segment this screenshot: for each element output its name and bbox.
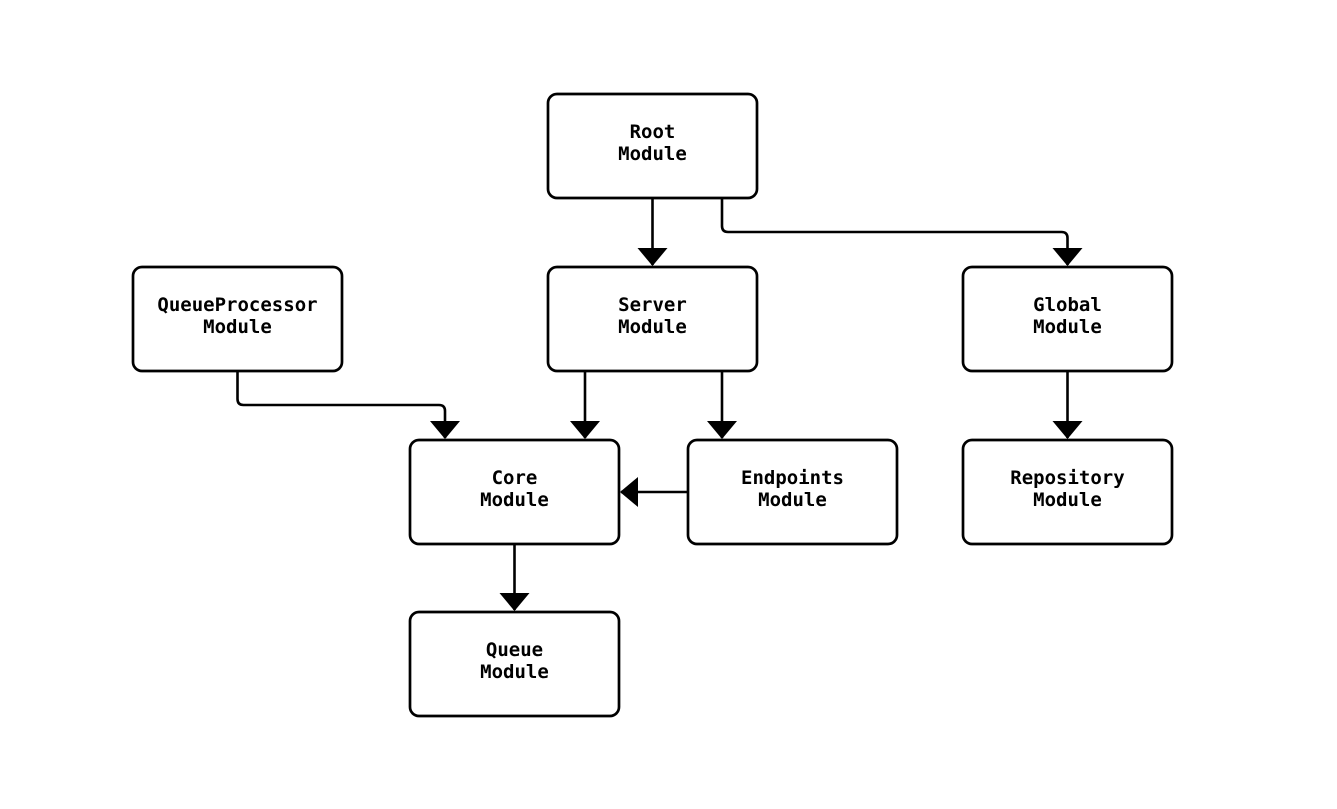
node-global-box	[961, 265, 1174, 373]
node-repository-box	[961, 438, 1174, 546]
node-queue-box	[408, 610, 621, 718]
node-endpoints-box	[686, 438, 899, 546]
node-server-box	[546, 265, 759, 373]
edge-root-to-global	[720, 198, 1083, 266]
edge-queueprocessor-to-core	[236, 371, 460, 439]
node-core-box	[408, 438, 621, 546]
node-queueprocessor-box	[131, 265, 344, 373]
node-root-box	[546, 92, 759, 200]
